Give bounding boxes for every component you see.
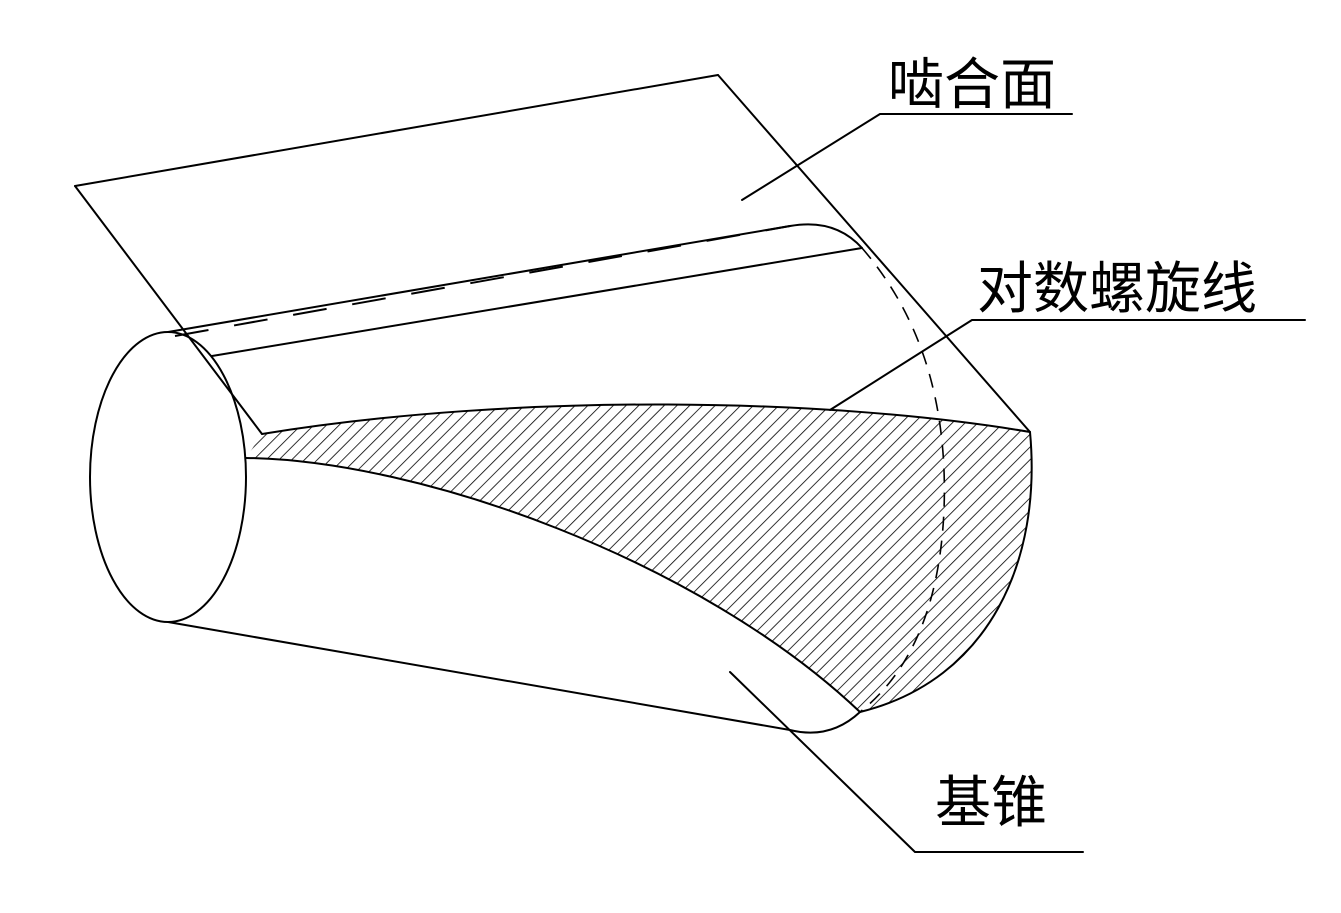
mesh-surface-plane [74, 74, 1031, 435]
label-log-spiral: 对数螺旋线 [977, 257, 1257, 322]
cone-base-ellipse [89, 331, 247, 623]
leader-mesh-surface [741, 113, 1073, 201]
cone-bottom-generator [167, 621, 861, 734]
log-spiral-curve [261, 403, 1031, 435]
leader-base-cone [729, 671, 1084, 853]
plane-top-edge [74, 74, 719, 187]
spiral-end-edge [859, 431, 1033, 713]
plane-right-edge [717, 74, 1031, 433]
leader-lines [729, 113, 1306, 853]
leader-log-spiral [829, 319, 1306, 411]
spiral-hatched-region [246, 404, 1032, 712]
label-mesh-surface: 啮合面 [888, 53, 1056, 118]
cone-top-generator [167, 225, 791, 333]
plane-tangent-line [211, 247, 863, 357]
spiral-lower-edge [245, 457, 861, 713]
log-spiral-surface [245, 403, 1033, 713]
plane-hidden-line [174, 225, 791, 337]
plane-hidden-curve-end [789, 223, 863, 249]
label-base-cone: 基锥 [935, 771, 1047, 836]
